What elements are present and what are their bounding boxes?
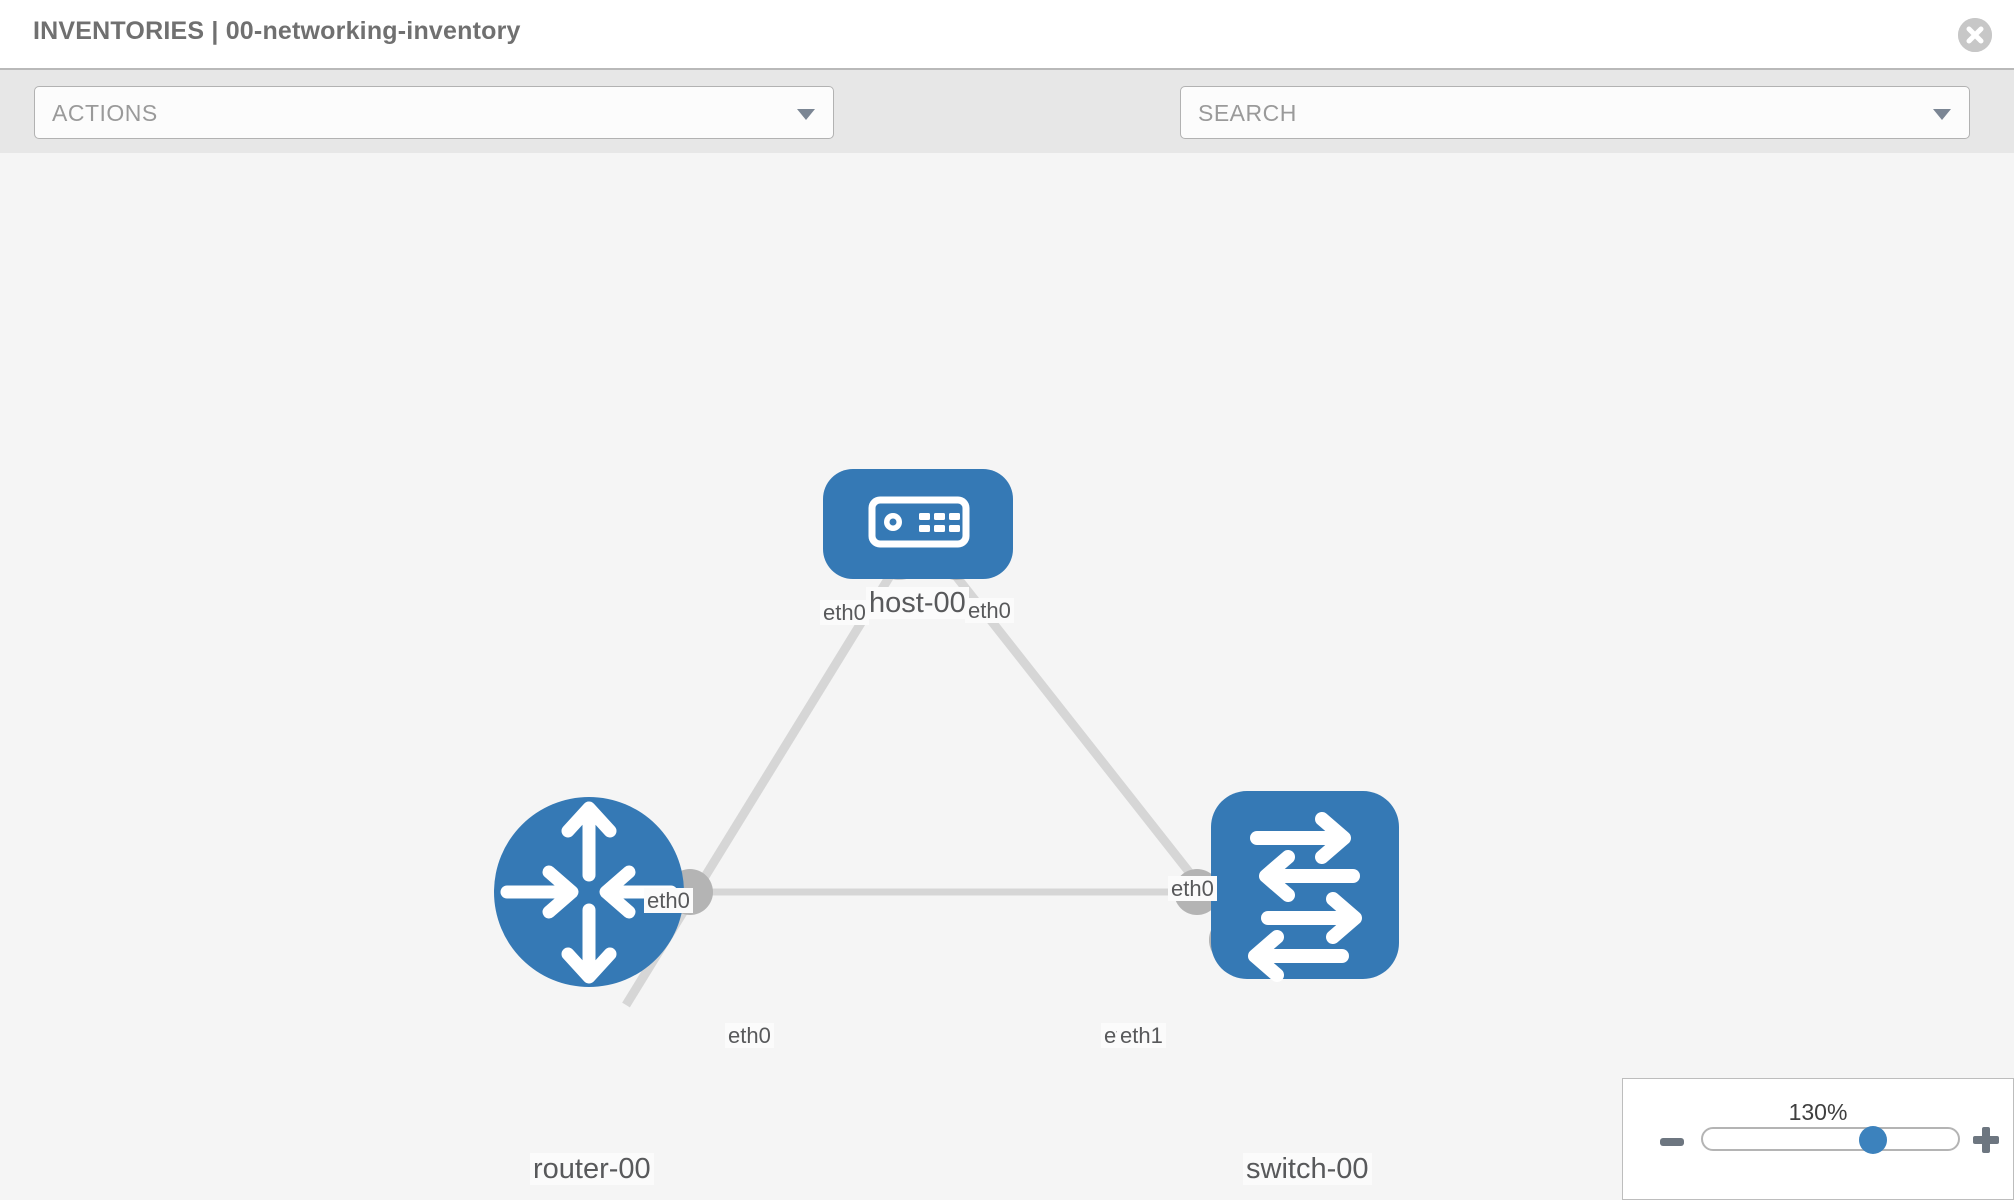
- zoom-slider-track[interactable]: [1701, 1127, 1960, 1151]
- node-router-00: [494, 797, 684, 987]
- page-title: INVENTORIES | 00-networking-inventory: [33, 17, 521, 45]
- chevron-down-icon: [797, 109, 815, 120]
- node-switch-00: [1211, 791, 1399, 982]
- interface-label-host-left: eth0: [820, 600, 869, 626]
- interface-label-router-up: eth0: [644, 888, 693, 914]
- actions-dropdown-label: ACTIONS: [52, 100, 158, 126]
- close-icon[interactable]: [1958, 18, 1992, 52]
- zoom-in-button[interactable]: [1973, 1127, 1999, 1153]
- node-label-router-00: router-00: [530, 1153, 654, 1186]
- interface-label-switch-left: eth1: [1117, 1023, 1166, 1049]
- chevron-down-icon: [1933, 109, 1951, 120]
- node-host-00: [823, 469, 1013, 579]
- interface-label-router-right: eth0: [725, 1023, 774, 1049]
- zoom-out-button[interactable]: [1660, 1138, 1684, 1146]
- zoom-control: 130%: [1622, 1078, 2014, 1200]
- toolbar: ACTIONS SEARCH: [0, 68, 2014, 197]
- actions-dropdown[interactable]: ACTIONS: [34, 86, 834, 139]
- topology-links: [622, 568, 1249, 1008]
- interface-label-switch-up: eth0: [1168, 876, 1217, 902]
- node-label-switch-00: switch-00: [1243, 1153, 1372, 1186]
- page-header: INVENTORIES | 00-networking-inventory: [0, 0, 2014, 68]
- interface-label-host-right: eth0: [965, 598, 1014, 624]
- zoom-percent-label: 130%: [1788, 1099, 1848, 1125]
- node-label-host-00: host-00: [866, 587, 969, 620]
- topology-graph: [494, 469, 1399, 1008]
- zoom-slider-thumb[interactable]: [1859, 1126, 1887, 1154]
- topology-canvas[interactable]: eth0 host-00 eth0 eth0 eth0 eth0 eth0 et…: [0, 153, 2014, 1200]
- search-input-placeholder: SEARCH: [1198, 100, 1297, 126]
- search-input[interactable]: SEARCH: [1180, 86, 1970, 139]
